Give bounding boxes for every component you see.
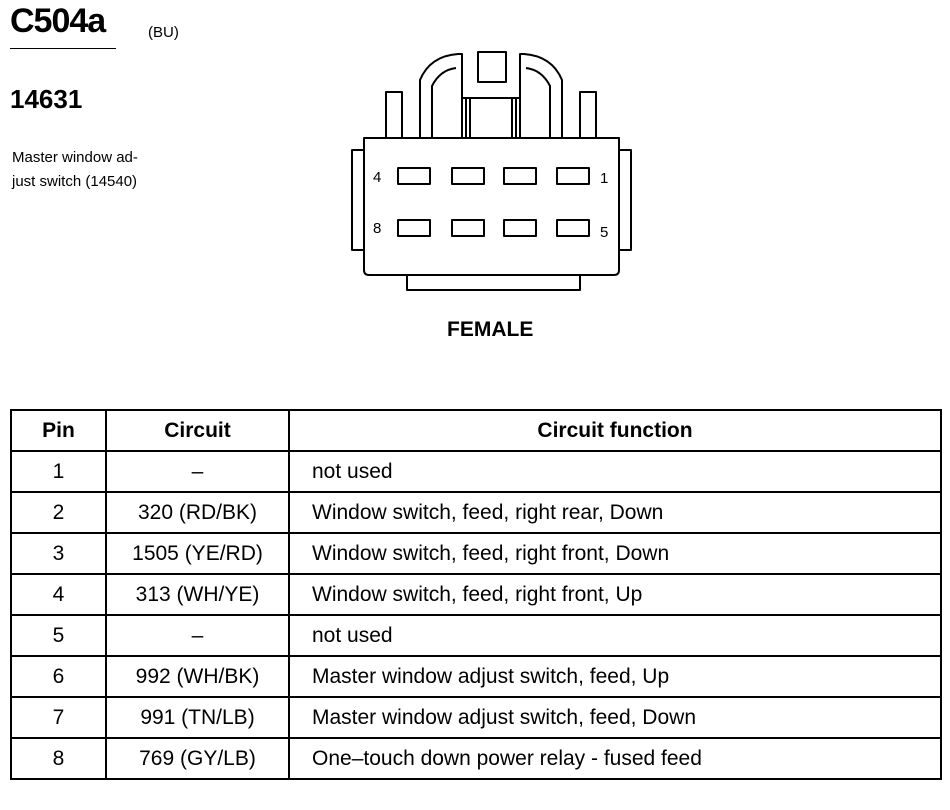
pin-label-1: 1 (600, 170, 608, 187)
table-row: 8 769 (GY/LB) One–touch down power relay… (10, 737, 942, 780)
pin-cell: 8 (10, 737, 107, 780)
part-number: 14631 (10, 84, 83, 114)
pinout-table: Pin Circuit Circuit function 1 – not use… (10, 409, 942, 780)
connector-face-drawing: 4 1 8 5 (351, 51, 632, 291)
function-cell: Window switch, feed, right front, Up (288, 573, 942, 616)
pin-cavity (451, 167, 485, 185)
latch-left-arm (419, 53, 463, 138)
function-cell: Window switch, feed, right rear, Down (288, 491, 942, 534)
circuit-cell: 313 (WH/YE) (105, 573, 290, 616)
latch-right-post (579, 91, 597, 138)
pin-cavity (556, 219, 590, 237)
pin-label-8: 8 (373, 220, 381, 237)
function-cell: Window switch, feed, right front, Down (288, 532, 942, 575)
header-circuit: Circuit (105, 409, 290, 452)
function-cell: Master window adjust switch, feed, Up (288, 655, 942, 698)
pin-cavity (503, 219, 537, 237)
function-cell: not used (288, 614, 942, 657)
circuit-cell: 991 (TN/LB) (105, 696, 290, 739)
connector-left-ear (351, 149, 364, 251)
header-circuit-function: Circuit function (288, 409, 942, 452)
latch-outer (385, 91, 403, 138)
pin-cell: 7 (10, 696, 107, 739)
connector-id: C504a (10, 2, 106, 40)
table-row: 2 320 (RD/BK) Window switch, feed, right… (10, 491, 942, 534)
pin-cell: 4 (10, 573, 107, 616)
table-row: 5 – not used (10, 614, 942, 657)
header-pin: Pin (10, 409, 107, 452)
pin-cell: 5 (10, 614, 107, 657)
latch-lock-window (469, 97, 513, 139)
function-cell: One–touch down power relay - fused feed (288, 737, 942, 780)
pin-label-4: 4 (373, 169, 381, 186)
pin-cavity (397, 219, 431, 237)
pin-cavity (397, 167, 431, 185)
table-header-row: Pin Circuit Circuit function (10, 409, 942, 452)
connector-id-underline (10, 48, 116, 49)
function-cell: Master window adjust switch, feed, Down (288, 696, 942, 739)
pin-cell: 2 (10, 491, 107, 534)
table-row: 7 991 (TN/LB) Master window adjust switc… (10, 696, 942, 739)
circuit-cell: – (105, 614, 290, 657)
circuit-cell: 320 (RD/BK) (105, 491, 290, 534)
connector-description: Master window ad- just switch (14540) (12, 149, 138, 190)
pin-cell: 6 (10, 655, 107, 698)
latch-top-block (477, 51, 507, 83)
latch-right-arm (519, 53, 563, 138)
latch-inner-left (431, 67, 457, 138)
pin-label-5: 5 (600, 224, 608, 241)
table-row: 4 313 (WH/YE) Window switch, feed, right… (10, 573, 942, 616)
pin-cavity (503, 167, 537, 185)
function-cell: not used (288, 450, 942, 493)
pin-cell: 1 (10, 450, 107, 493)
circuit-cell: 1505 (YE/RD) (105, 532, 290, 575)
circuit-cell: – (105, 450, 290, 493)
pin-cell: 3 (10, 532, 107, 575)
connector-body (363, 137, 620, 276)
connector-color-code: (BU) (148, 24, 179, 41)
connector-right-ear (619, 149, 632, 251)
latch-inner-right (525, 67, 551, 138)
table-row: 6 992 (WH/BK) Master window adjust switc… (10, 655, 942, 698)
pin-cavity (556, 167, 590, 185)
circuit-cell: 992 (WH/BK) (105, 655, 290, 698)
connector-gender: FEMALE (447, 318, 534, 341)
table-row: 1 – not used (10, 450, 942, 493)
pin-cavity (451, 219, 485, 237)
connector-bottom-key (406, 275, 581, 291)
table-row: 3 1505 (YE/RD) Window switch, feed, righ… (10, 532, 942, 575)
circuit-cell: 769 (GY/LB) (105, 737, 290, 780)
